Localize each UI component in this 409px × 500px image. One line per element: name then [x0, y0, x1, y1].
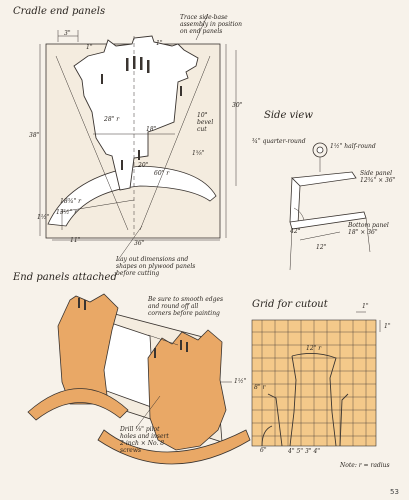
dim-36: 36": [134, 240, 145, 247]
dim-1in-b: 1": [156, 40, 163, 47]
dim-38: 38": [29, 132, 40, 139]
grid-dim-8r: 8" r: [254, 384, 266, 391]
dim-3in: 3": [64, 30, 71, 37]
end-panels-attached-title: End panels attached: [13, 272, 117, 283]
note-smooth-edges: Be sure to smooth edges and round off al…: [148, 296, 224, 317]
grid-for-cutout-title: Grid for cutout: [252, 299, 328, 310]
dim-30: 30": [232, 102, 243, 109]
page-number: 53: [390, 488, 399, 496]
grid-dim-6: 6": [260, 447, 267, 454]
cradle-3d: [27, 293, 251, 465]
slot-marks: [101, 56, 182, 170]
dim-1-5: 1½": [37, 214, 50, 221]
rocker-arc: [47, 165, 217, 227]
slot-marks-3d: [78, 298, 188, 358]
half-round-label: 1½" half-round: [330, 143, 376, 150]
dim-10-bevel: 10° bevel cut: [197, 112, 214, 133]
grid-dim-1-side: 1": [384, 323, 391, 330]
dim-20: 20": [138, 162, 149, 169]
note-trace-side-base: Trace side-base assembly in position on …: [180, 14, 242, 35]
grid-bottom-dims: 4" 5" 3" 4": [288, 448, 321, 455]
attached-dim-1-5: 1½": [234, 378, 247, 385]
quarter-round-label: ¾" quarter-round: [252, 138, 306, 145]
dim-1in: 1": [86, 44, 93, 51]
bottom-panel-label: Bottom panel 18" × 36": [348, 222, 389, 236]
side-view: [289, 142, 371, 271]
note-drill-pilot: Drill ⅛" pilot holes and insert 2-inch ×…: [120, 426, 169, 454]
dim-60r: 60" r: [154, 170, 170, 177]
dim-18-75r: 18¾" r: [60, 198, 81, 205]
grid-radius-note: Note: r = radius: [340, 462, 390, 469]
side-panel-label: Side panel 12¾" × 36": [360, 170, 396, 184]
grid-dim-12r: 12" r: [306, 345, 322, 352]
dim-1-5-8: 1⅝": [192, 150, 205, 157]
cutout-grid: [251, 311, 381, 447]
construction-lines: [39, 13, 237, 261]
dim-12-label: 12": [316, 244, 327, 251]
cradle-end-panels-title: Cradle end panels: [13, 6, 106, 17]
grid-dim-1-top: 1": [362, 303, 369, 310]
dim-28r: 28" r: [104, 116, 120, 123]
angle-42-label: 42°: [290, 228, 301, 235]
dim-18: 18": [146, 126, 157, 133]
side-view-title: Side view: [264, 110, 313, 121]
dim-13-5r: 13½" r: [56, 209, 77, 216]
note-lay-out: Lay out dimensions and shapes on plywood…: [116, 256, 196, 277]
dim-11: 11": [70, 237, 81, 244]
